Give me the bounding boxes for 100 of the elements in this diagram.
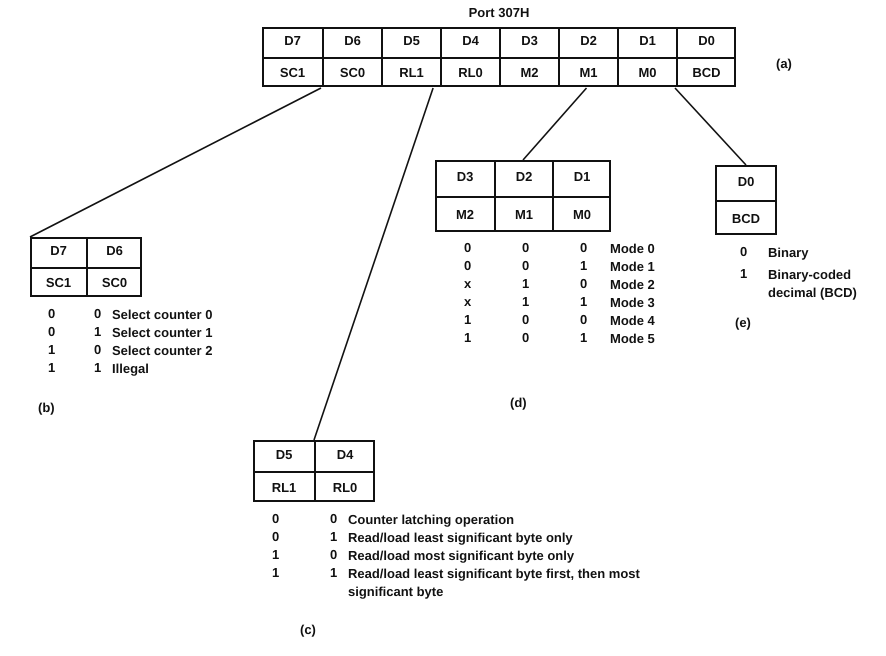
bit-value: 1 (330, 565, 338, 580)
bit-value: x (464, 294, 472, 309)
bit-number: D7 (49, 242, 68, 260)
bit-number: D3 (520, 32, 539, 50)
bit-value: 0 (272, 529, 280, 544)
bit-value: 0 (522, 312, 530, 327)
description-text: Mode 4 (610, 312, 656, 330)
field-name: SC0 (324, 57, 381, 87)
bit-value: 1 (48, 360, 56, 375)
bit-number: D0 (736, 173, 756, 191)
bit-field-cell (440, 27, 499, 87)
description-text: Read/load most significant byte only (348, 547, 576, 565)
field-name: M0 (554, 196, 610, 232)
panel-label: (e) (735, 315, 751, 330)
leader-line (313, 88, 434, 440)
description-text: Select counter 1 (112, 324, 214, 342)
leader-line (522, 87, 588, 161)
description-text: Read/load least significant byte only (348, 529, 574, 547)
bit-field-table (253, 440, 375, 502)
field-name: M1 (560, 57, 617, 87)
bit-field-table (435, 160, 611, 232)
bit-number: D4 (336, 446, 354, 464)
field-name: BCD (678, 57, 735, 87)
bit-field-cell (676, 27, 735, 87)
field-name: M1 (496, 196, 552, 232)
bit-number: D1 (638, 32, 657, 50)
panel-label: (b) (38, 400, 55, 415)
bit-value: 1 (740, 266, 748, 281)
bit-field-cell (381, 27, 440, 87)
bit-value: 0 (94, 342, 102, 357)
bit-field-cell (86, 237, 141, 297)
bit-value: 1 (94, 324, 102, 339)
bit-field-cell (314, 440, 374, 502)
bit-value: 1 (522, 276, 530, 291)
bit-number: D0 (697, 32, 716, 50)
panel-label: (d) (510, 395, 527, 410)
bit-number: D1 (572, 168, 592, 186)
field-name: SC1 (263, 57, 322, 87)
description-text: Mode 3 (610, 294, 656, 312)
bit-value: 1 (48, 342, 56, 357)
bit-value: 1 (94, 360, 102, 375)
bit-field-cell (552, 160, 610, 232)
bit-number: D5 (274, 446, 294, 464)
bit-value: 1 (464, 312, 472, 327)
description-text: Mode 2 (610, 276, 656, 294)
bit-field-cell (558, 27, 617, 87)
bit-field-table (30, 237, 142, 297)
bit-value: 0 (522, 240, 530, 255)
bit-value: 1 (580, 330, 588, 345)
field-name: SC0 (88, 267, 141, 297)
description-text: Select counter 0 (112, 306, 214, 324)
bit-value: 0 (330, 547, 338, 562)
bit-value: 0 (48, 324, 56, 339)
field-name: M0 (619, 57, 676, 87)
description-text: Illegal (112, 360, 150, 378)
bit-field-cell (322, 27, 381, 87)
bit-value: 1 (330, 529, 338, 544)
bit-value: 0 (94, 306, 102, 321)
bit-field-cell (494, 160, 552, 232)
bit-value: 0 (522, 258, 530, 273)
bit-value: x (464, 276, 472, 291)
description-text: Mode 0 (610, 240, 656, 258)
leader-line (674, 87, 747, 166)
field-name: BCD (716, 200, 776, 235)
bit-value: 0 (272, 511, 280, 526)
description-text: Read/load least significant byte first, then most significant byte (348, 565, 641, 601)
bit-value: 1 (272, 547, 280, 562)
bit-value: 0 (580, 240, 588, 255)
bit-field-cell (499, 27, 558, 87)
panel-label: (a) (776, 56, 792, 71)
bit-number: D3 (456, 168, 474, 186)
field-name: M2 (436, 196, 494, 232)
leader-line (30, 87, 322, 238)
description-text: Mode 1 (610, 258, 656, 276)
bit-number: D2 (514, 168, 534, 186)
bit-value: 1 (580, 294, 588, 309)
bit-number: D7 (283, 32, 302, 50)
bit-value: 0 (48, 306, 56, 321)
bit-number: D6 (105, 242, 124, 260)
description-text: Binary (768, 244, 810, 262)
field-name: SC1 (31, 267, 86, 297)
description-text: Select counter 2 (112, 342, 214, 360)
field-name: RL0 (442, 57, 499, 87)
bit-value: 1 (522, 294, 530, 309)
field-name: M2 (501, 57, 558, 87)
bit-value: 0 (464, 258, 472, 273)
bit-number: D6 (343, 32, 362, 50)
bit-value: 0 (740, 244, 748, 259)
description-text: Counter latching operation (348, 511, 516, 529)
description-text: Mode 5 (610, 330, 656, 348)
panel-label: (c) (300, 622, 316, 637)
bit-value: 0 (522, 330, 530, 345)
field-name: RL0 (316, 471, 374, 502)
bit-value: 1 (464, 330, 472, 345)
field-name: RL1 (383, 57, 440, 87)
bit-value: 1 (580, 258, 588, 273)
field-name: RL1 (254, 471, 314, 502)
register-title: Port 307H (468, 5, 530, 20)
bit-field-cell (617, 27, 676, 87)
bit-value: 0 (580, 276, 588, 291)
